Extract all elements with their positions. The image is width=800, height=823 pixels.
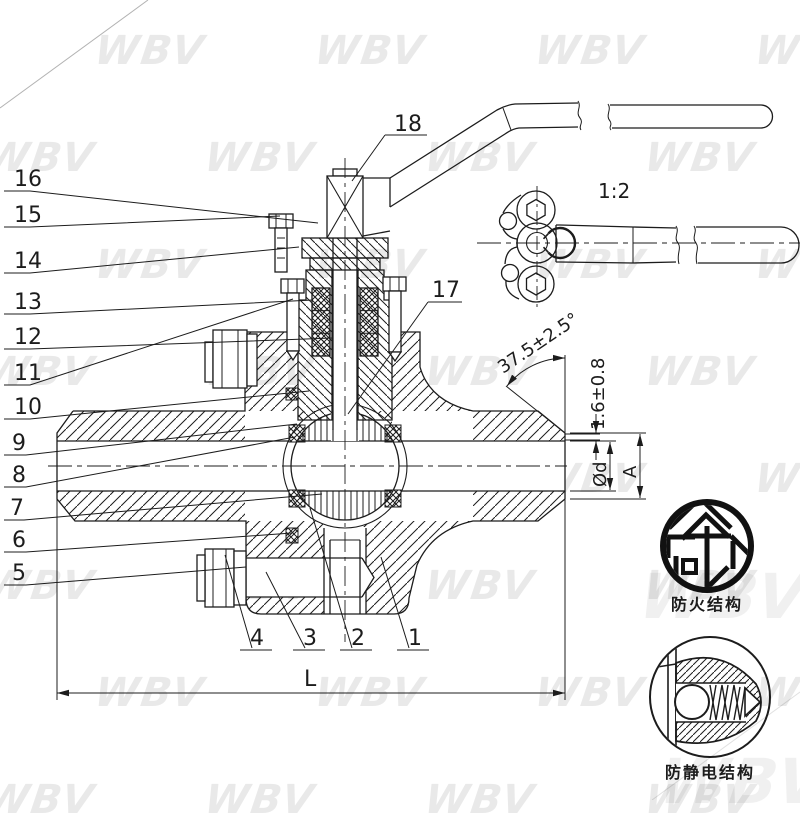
callout-7: 7 [10, 496, 24, 521]
stem-packing [311, 287, 379, 357]
fire-safe-caption: 防火结构 [671, 595, 743, 614]
callout-10: 10 [14, 395, 42, 420]
callout-14: 14 [14, 249, 42, 274]
callout-15: 15 [14, 203, 42, 228]
detail-handle-arm [555, 224, 800, 265]
seat-rings [285, 387, 402, 544]
anti-static-caption: 防静电结构 [665, 763, 755, 782]
callout-12: 12 [14, 325, 42, 350]
bore-dia-label: Ød [590, 461, 611, 487]
gland-bolt [268, 213, 294, 273]
watermark-diagonal-lines [0, 0, 800, 800]
anti-static-ball [674, 684, 710, 720]
valve-cross-section [48, 100, 774, 642]
detail-bolt-hexes [525, 198, 547, 296]
callout-6: 6 [12, 528, 26, 553]
emblem-captions: 防火结构 防静电结构 [665, 595, 755, 782]
detail-scale-label: 1:2 [598, 179, 630, 203]
body-drain-bolt [196, 548, 375, 608]
handle-break-line [577, 100, 582, 131]
anti-static-spring [709, 684, 746, 721]
callout-17: 17 [432, 278, 460, 303]
callout-leaders [4, 134, 462, 651]
detail-snap-ring [516, 222, 577, 264]
end-dia-label: A [620, 465, 641, 478]
side-flange-bolt [204, 329, 258, 389]
callout-18: 18 [394, 112, 422, 137]
length-label: L [304, 667, 317, 692]
handle-grip-end [610, 104, 774, 129]
fire-safe-emblem [660, 499, 754, 593]
callout-13: 13 [14, 290, 42, 315]
dimensions [56, 354, 646, 700]
bonnet-studs [280, 276, 407, 363]
callout-8: 8 [12, 463, 26, 488]
detail-view-handle-mount [477, 186, 800, 308]
callout-4: 4 [250, 626, 264, 651]
centerlines [48, 158, 567, 642]
root-face-label: 1.6±0.8 [588, 358, 609, 430]
callout-11: 11 [14, 361, 42, 386]
bevel-angle-label: 37.5±2.5° [494, 309, 583, 378]
anti-static-emblem [649, 636, 771, 758]
callout-1: 1 [408, 626, 422, 651]
callout-2: 2 [351, 626, 365, 651]
valve-drawing-canvas: 16 15 14 13 12 11 10 9 8 7 6 5 18 17 4 3… [0, 0, 800, 800]
callout-5: 5 [12, 561, 26, 586]
callout-3: 3 [303, 626, 317, 651]
callout-16: 16 [14, 167, 42, 192]
callout-numbers: 16 15 14 13 12 11 10 9 8 7 6 5 18 17 4 3… [10, 112, 460, 651]
callout-9: 9 [12, 431, 26, 456]
